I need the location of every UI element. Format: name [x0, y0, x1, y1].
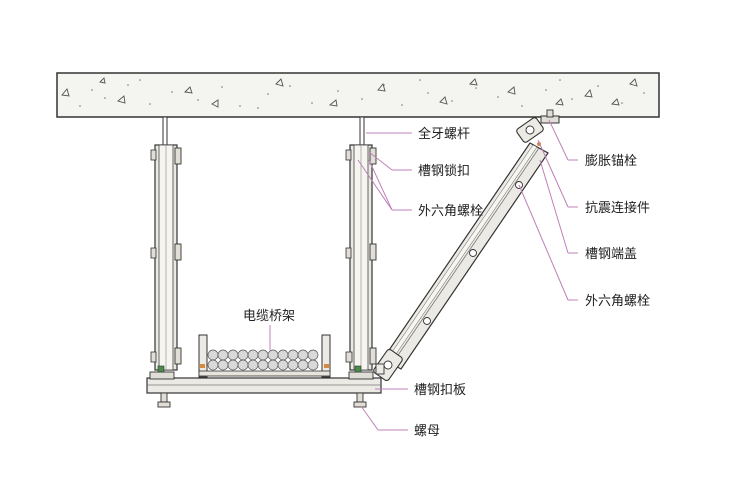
- label-hex-bolt-left: 外六角螺栓: [418, 204, 483, 219]
- leader-expansion-anchor: [548, 119, 569, 161]
- seismic-connector-top: [516, 109, 560, 146]
- label-full-thread-rod: 全牙螺杆: [418, 126, 470, 142]
- leader-hex-bolt-a: [368, 159, 393, 211]
- leader-end-cap: [539, 159, 569, 254]
- leader-seismic-connector: [537, 139, 569, 208]
- label-expansion-anchor: 膨胀锚栓: [585, 154, 637, 169]
- label-channel-clamp-plate: 槽钢扣板: [414, 383, 466, 398]
- diagonal-brace: [373, 142, 549, 382]
- bottom-channel-beam: [146, 365, 382, 408]
- threaded-rods: [162, 116, 365, 148]
- leader-hex-bolt-b: [518, 184, 569, 301]
- right-channel-column: [345, 144, 377, 371]
- label-hex-bolt-right: 外六角螺栓: [585, 294, 650, 309]
- label-channel-lock: 槽钢锁扣: [418, 163, 470, 179]
- label-channel-end-cap: 槽钢端盖: [585, 247, 637, 262]
- concrete-slab: [56, 72, 660, 118]
- label-nut: 螺母: [414, 424, 440, 439]
- cable-tray-assembly: [198, 334, 331, 378]
- label-seismic-connector: 抗震连接件: [585, 200, 650, 216]
- left-channel-column: [150, 144, 182, 371]
- leader-nut: [360, 405, 379, 431]
- label-cable-tray: 电缆桥架: [243, 308, 295, 324]
- leader-lines: [269, 119, 578, 431]
- leader-channel-lock-a: [368, 151, 393, 171]
